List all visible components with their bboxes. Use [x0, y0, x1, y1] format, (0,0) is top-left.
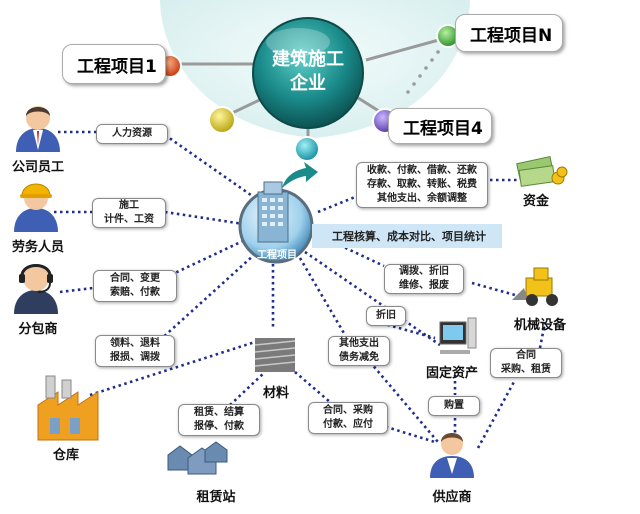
machine-contract-box[interactable]: 合同 采购、租赁: [490, 348, 562, 378]
warehouse-ops-box-line2: 报损、调拨: [110, 352, 160, 363]
warehouse-ops-box-line1: 领料、退料: [110, 338, 160, 349]
finance-box[interactable]: 收款、付款、借款、还款 存款、取款、转账、税费 其他支出、余额调整: [356, 162, 488, 208]
transfer-box[interactable]: 调拨、折旧 维修、报废: [384, 264, 464, 294]
staff-label: 公司员工: [11, 160, 64, 175]
machine-contract-box-line2: 采购、租赁: [501, 364, 551, 375]
machine-contract-box-line1: 合同: [516, 350, 536, 361]
other-expense-box[interactable]: 其他支出 债务减免: [328, 336, 390, 366]
hub-label: 工程项目: [257, 250, 297, 261]
project-tag-n-label: 工程项目N: [470, 25, 553, 46]
stats-band: 工程核算、成本对比、项目统计: [312, 224, 502, 248]
center-title: 建筑施工 企业: [258, 48, 358, 96]
project-tag-1-label: 工程项目1: [77, 56, 157, 77]
depreciation-box-line1: 折旧: [376, 310, 396, 321]
labor-label: 劳务人员: [11, 240, 64, 255]
hr-box-line1: 人力资源: [112, 128, 152, 139]
finance-box-line2: 存款、取款、转账、税费: [367, 179, 477, 190]
teal-ball: [294, 136, 320, 162]
depreciation-box[interactable]: 折旧: [366, 306, 406, 326]
piecework-box-line2: 计件、工资: [104, 214, 154, 225]
yellow-ball: [208, 106, 236, 134]
center-title-line2: 企业: [290, 73, 326, 94]
center-title-line1: 建筑施工: [272, 49, 344, 70]
finance-box-line3: 其他支出、余额调整: [377, 193, 467, 204]
building-icon: [257, 181, 289, 243]
project-tag-n[interactable]: 工程项目N: [455, 14, 563, 52]
houses-icon: [167, 441, 228, 475]
purchase-box[interactable]: 购置: [428, 396, 480, 416]
computer-icon: [439, 317, 477, 354]
supplier-person-icon: [430, 433, 474, 478]
arrow-icon: [282, 162, 318, 188]
staff-person-icon: [16, 106, 60, 152]
piecework-box-line1: 施工: [119, 200, 139, 211]
fixed-assets-label: 固定资产: [425, 366, 478, 381]
supplier-ops-box-line1: 合同、采购: [323, 405, 373, 416]
money-icon: [516, 156, 568, 187]
material-label: 材料: [262, 386, 289, 401]
other-expense-box-line1: 其他支出: [339, 338, 379, 349]
transfer-box-line2: 维修、报废: [399, 280, 449, 291]
piecework-box[interactable]: 施工 计件、工资: [92, 198, 166, 228]
subcontract-box-line1: 合同、变更: [110, 273, 160, 284]
rental-ops-box[interactable]: 租赁、结算 报停、付款: [178, 404, 260, 436]
supplier-label: 供应商: [432, 490, 472, 505]
rental-ops-box-line1: 租赁、结算: [194, 407, 244, 418]
project-tag-4[interactable]: 工程项目4: [388, 108, 492, 144]
purchase-box-line1: 购置: [444, 400, 464, 411]
warehouse-ops-box[interactable]: 领料、退料 报损、调拨: [95, 335, 175, 367]
project-tag-4-label: 工程项目4: [403, 118, 483, 139]
hr-box[interactable]: 人力资源: [96, 124, 168, 144]
subcontractor-label: 分包商: [18, 322, 58, 337]
stats-band-text: 工程核算、成本对比、项目统计: [332, 230, 486, 243]
finance-box-line1: 收款、付款、借款、还款: [367, 165, 477, 176]
center-ball[interactable]: [252, 17, 364, 129]
subcontract-box-line2: 索赔、付款: [110, 287, 160, 298]
supplier-ops-box[interactable]: 合同、采购 付款、应付: [308, 402, 388, 434]
headset-person-icon: [14, 264, 58, 314]
subcontract-box[interactable]: 合同、变更 索赔、付款: [93, 270, 177, 302]
funds-label: 资金: [522, 194, 549, 209]
rental-station-label: 租赁站: [196, 490, 236, 505]
factory-icon: [37, 375, 99, 441]
ellipsis-dots: [406, 50, 440, 94]
loader-icon: [512, 267, 558, 306]
machinery-label: 机械设备: [513, 318, 566, 333]
steel-bars-icon: [254, 338, 296, 372]
worker-helmet-icon: [14, 183, 58, 232]
rental-ops-box-line2: 报停、付款: [194, 421, 244, 432]
other-expense-box-line2: 债务减免: [339, 352, 379, 363]
supplier-ops-box-line2: 付款、应付: [323, 419, 373, 430]
transfer-box-line1: 调拨、折旧: [399, 266, 449, 277]
warehouse-label: 仓库: [52, 448, 79, 463]
project-tag-1[interactable]: 工程项目1: [62, 44, 166, 84]
